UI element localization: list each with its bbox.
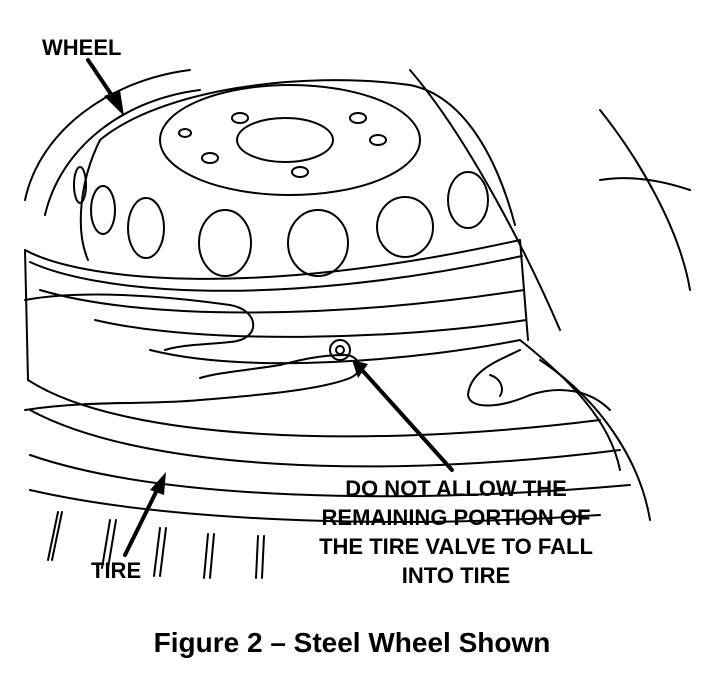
valve-warning-note: DO NOT ALLOW THE REMAINING PORTION OF TH… bbox=[298, 474, 614, 590]
valve-warning-line: THE TIRE VALVE TO FALL bbox=[319, 534, 593, 559]
wheel-label: WHEEL bbox=[42, 35, 122, 60]
tire-label: TIRE bbox=[91, 558, 142, 583]
wheel-rim bbox=[24, 239, 529, 381]
tire-outline bbox=[24, 69, 691, 523]
valve-arrowhead bbox=[352, 360, 368, 378]
leader-arrows bbox=[86, 58, 454, 557]
valve-warning-line: INTO TIRE bbox=[401, 563, 511, 588]
valve-warning-line: DO NOT ALLOW THE bbox=[345, 476, 567, 501]
valve-stem-hole bbox=[329, 339, 351, 361]
tire-arrowhead bbox=[150, 472, 166, 495]
tire-tread bbox=[47, 511, 265, 579]
wheel-arrowhead bbox=[104, 90, 124, 116]
wheel-disc bbox=[73, 79, 516, 277]
figure-caption: Figure 2 – Steel Wheel Shown bbox=[153, 627, 551, 658]
valve-warning-line: REMAINING PORTION OF bbox=[321, 505, 591, 530]
